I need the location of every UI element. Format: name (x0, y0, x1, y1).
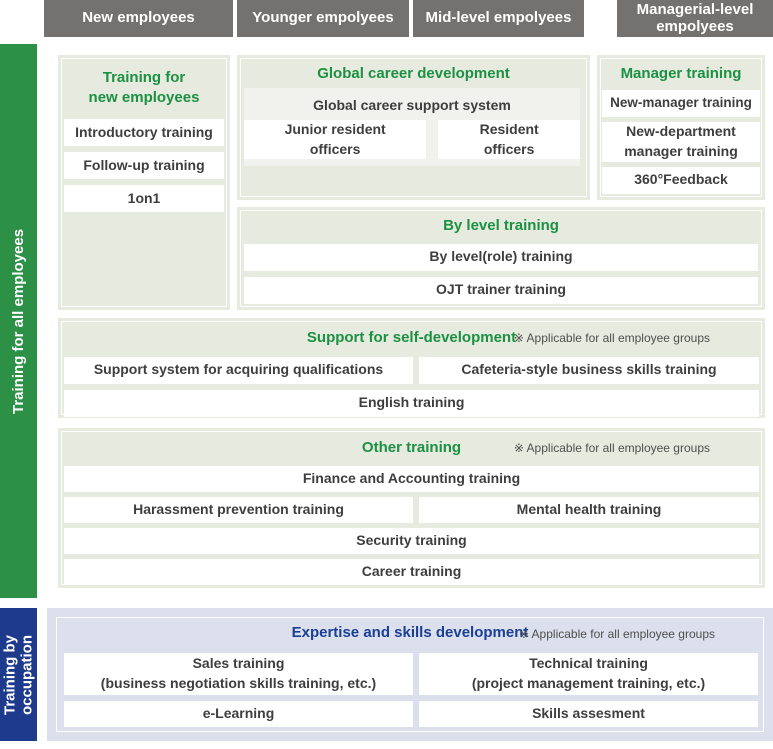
panel-training-for-new-employees: Training for new employees Introductory … (58, 55, 230, 310)
training-item: Follow-up training (64, 152, 224, 179)
training-item: Support system for acquiring qualificati… (64, 356, 413, 384)
training-item: Cafeteria-style business skills training (419, 356, 759, 384)
sidebar-label: Training by occupation (1, 634, 36, 715)
header-new-employees: New employees (44, 0, 233, 37)
training-item: Mental health training (419, 496, 759, 523)
panel-other-training: Other training ※ Applicable for all empl… (58, 428, 765, 588)
support-system-title: Global career support system (313, 97, 511, 113)
training-item: Resident officers (438, 120, 580, 160)
header-managerial-level-employees: Managerial-level empolyees (617, 0, 773, 37)
applicable-note: ※ Applicable for all employee groups (513, 331, 710, 345)
panel-title: By level training (443, 217, 559, 234)
training-item: 360°Feedback (602, 166, 760, 194)
panel-title: Support for self-development (306, 329, 517, 346)
sidebar-training-for-all-employees: Training for all employees (0, 44, 37, 598)
training-item: English training (64, 389, 759, 417)
panel-expertise-and-skills-development: Expertise and skills development ※ Appli… (47, 608, 773, 741)
training-item: Junior resident officers (244, 120, 427, 160)
panel-title: Training for new employees (88, 69, 200, 106)
header-younger-employees: Younger empolyees (237, 0, 409, 37)
panel-by-level-training: By level training By level(role) trainin… (237, 207, 765, 310)
sidebar-training-by-occupation: Training by occupation (0, 608, 37, 741)
header-mid-level-employees: Mid-level empolyees (413, 0, 584, 37)
training-item: Introductory training (64, 119, 224, 146)
panel-support-for-self-development: Support for self-development ※ Applicabl… (58, 318, 765, 418)
panel-title: Other training (361, 439, 462, 456)
training-item: New-manager training (602, 89, 760, 117)
panel-title: Manager training (620, 65, 742, 82)
training-item: 1on1 (64, 185, 224, 212)
applicable-note: ※ Applicable for all employee groups (518, 627, 715, 641)
training-item: New-department manager training (602, 121, 760, 162)
sidebar-label: Training for all employees (9, 228, 27, 414)
training-item: Finance and Accounting training (64, 465, 759, 492)
panel-title: Global career development (317, 65, 510, 82)
training-item: Sales training (business negotiation ski… (64, 652, 413, 695)
training-item: e-Learning (64, 700, 413, 727)
panel-title: Expertise and skills development (291, 624, 529, 641)
training-item: OJT trainer training (244, 276, 758, 304)
training-item: Harassment prevention training (64, 496, 413, 523)
training-item: Career training (64, 558, 759, 585)
training-item: Skills assesment (419, 700, 758, 727)
training-item: By level(role) training (244, 243, 758, 271)
training-item: Technical training (project management t… (419, 652, 758, 695)
training-item: Security training (64, 527, 759, 554)
applicable-note: ※ Applicable for all employee groups (513, 441, 710, 455)
panel-manager-training: Manager training New-manager training Ne… (597, 55, 765, 200)
panel-global-career-development: Global career development Global career … (237, 55, 590, 200)
global-career-support-system-box: Global career support system Junior resi… (244, 88, 580, 166)
